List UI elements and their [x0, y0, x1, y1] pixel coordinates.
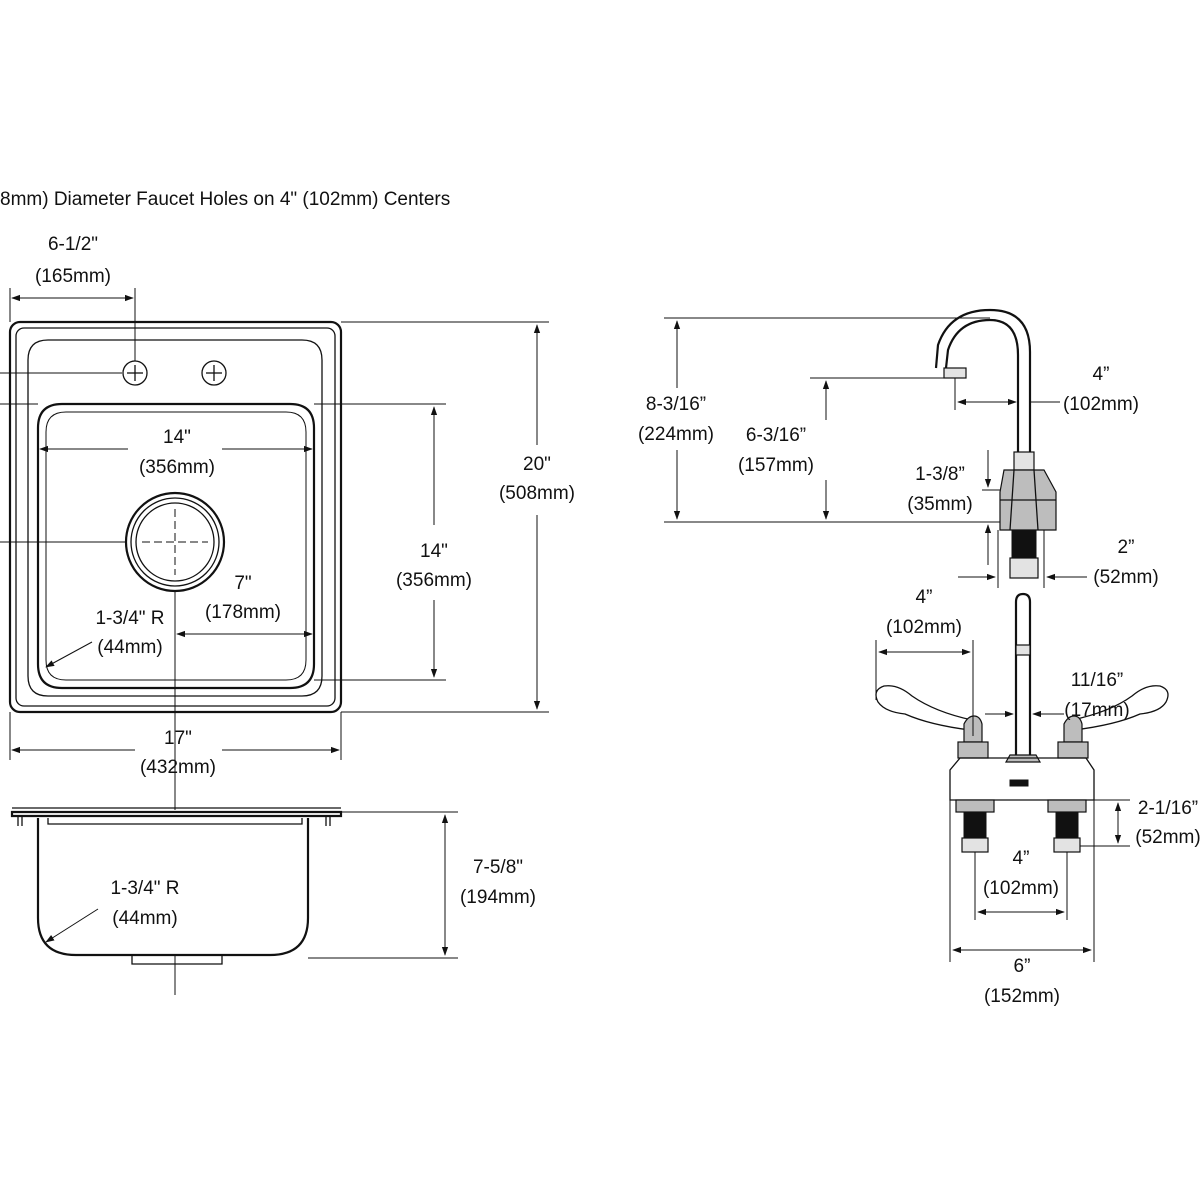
dim-side-radius-mm: (44mm)	[112, 908, 177, 929]
dim-spout-reach-in: 4”	[1093, 364, 1110, 385]
dim-corner-radius-in: 1-3/4" R	[95, 608, 164, 629]
gooseneck-spout	[944, 318, 1020, 455]
dim-bowl-length-in: 14"	[420, 541, 448, 562]
dim-spout-diameter-mm: (17mm)	[1064, 700, 1129, 721]
dim-faucet-overall-height-mm: (224mm)	[638, 424, 714, 445]
faucet-hole-left	[122, 360, 148, 386]
dim-centers-in: 4”	[1013, 848, 1030, 869]
sink-bowl-inner	[45, 411, 307, 681]
dim-shank-length-in: 2-1/16”	[1138, 798, 1198, 819]
sink-side-bowl	[36, 818, 310, 957]
dim-bowl-width-in: 14"	[163, 427, 191, 448]
sink-deck	[27, 339, 323, 697]
dim-spout-reach-mm: (102mm)	[1063, 394, 1139, 415]
dim-base-height-in: 1-3/8”	[915, 464, 965, 485]
dim-base-width-mm: (152mm)	[984, 986, 1060, 1007]
dim-overall-depth-mm: (508mm)	[499, 483, 575, 504]
drain-outlet	[124, 491, 226, 593]
dim-drain-offset-in: 7"	[234, 573, 251, 594]
dim-faucet-offset-in: 6-1/2"	[48, 234, 98, 255]
dim-bowl-depth-in: 7-5/8"	[473, 857, 523, 878]
dim-spout-diameter-in: 11/16”	[1071, 670, 1123, 691]
dim-base-width-in: 6”	[1014, 956, 1031, 977]
faucet-hole-right	[201, 360, 227, 386]
dim-bowl-length-mm: (356mm)	[396, 570, 472, 591]
spout-tube-front	[1014, 592, 1032, 755]
dim-overall-width-in: 17"	[164, 728, 192, 749]
dim-handle-length-mm: (102mm)	[886, 617, 962, 638]
dim-overall-width-mm: (432mm)	[140, 757, 216, 778]
dim-spout-height-in: 6-3/16”	[746, 425, 806, 446]
faucet-side-view: 8-3/16” (224mm) 6-3/16” (157mm) 4” (102m…	[638, 308, 1159, 588]
dim-faucet-overall-height-in: 8-3/16”	[646, 394, 706, 415]
faucet-deck-body	[949, 757, 1095, 801]
dim-bowl-width-mm: (356mm)	[139, 457, 215, 478]
dim-centers-mm: (102mm)	[983, 878, 1059, 899]
faucet-front-view: 4” (102mm) 11/16” (17mm) 2-1/16” (52mm) …	[875, 587, 1200, 1007]
dim-faucet-offset-mm: (165mm)	[35, 266, 111, 287]
dim-handle-length-in: 4”	[916, 587, 933, 608]
dim-shank-length-mm: (52mm)	[1135, 827, 1200, 848]
dim-base-height-mm: (35mm)	[907, 494, 972, 515]
sink-side-view: 7-5/8" (194mm) 1-3/4" R (44mm)	[10, 807, 536, 995]
dim-drain-offset-mm: (178mm)	[205, 602, 281, 623]
right-wrist-handle	[1071, 685, 1169, 731]
dim-side-radius-in: 1-3/4" R	[110, 878, 179, 899]
dim-base-depth-in: 2”	[1118, 537, 1135, 558]
dim-corner-radius-mm: (44mm)	[97, 637, 162, 658]
dim-overall-depth-in: 20"	[523, 454, 551, 475]
faucet-holes-note: 8mm) Diameter Faucet Holes on 4" (102mm)…	[0, 189, 450, 210]
sink-side-flange	[10, 810, 343, 818]
sink-bowl	[36, 402, 316, 690]
dim-base-depth-mm: (52mm)	[1093, 567, 1158, 588]
dim-spout-height-mm: (157mm)	[738, 455, 814, 476]
sink-top-view: 6-1/2" (165mm) 14" (356mm) 20" (508mm) 1…	[0, 234, 575, 810]
dim-bowl-depth-mm: (194mm)	[460, 887, 536, 908]
left-wrist-handle	[875, 685, 973, 731]
